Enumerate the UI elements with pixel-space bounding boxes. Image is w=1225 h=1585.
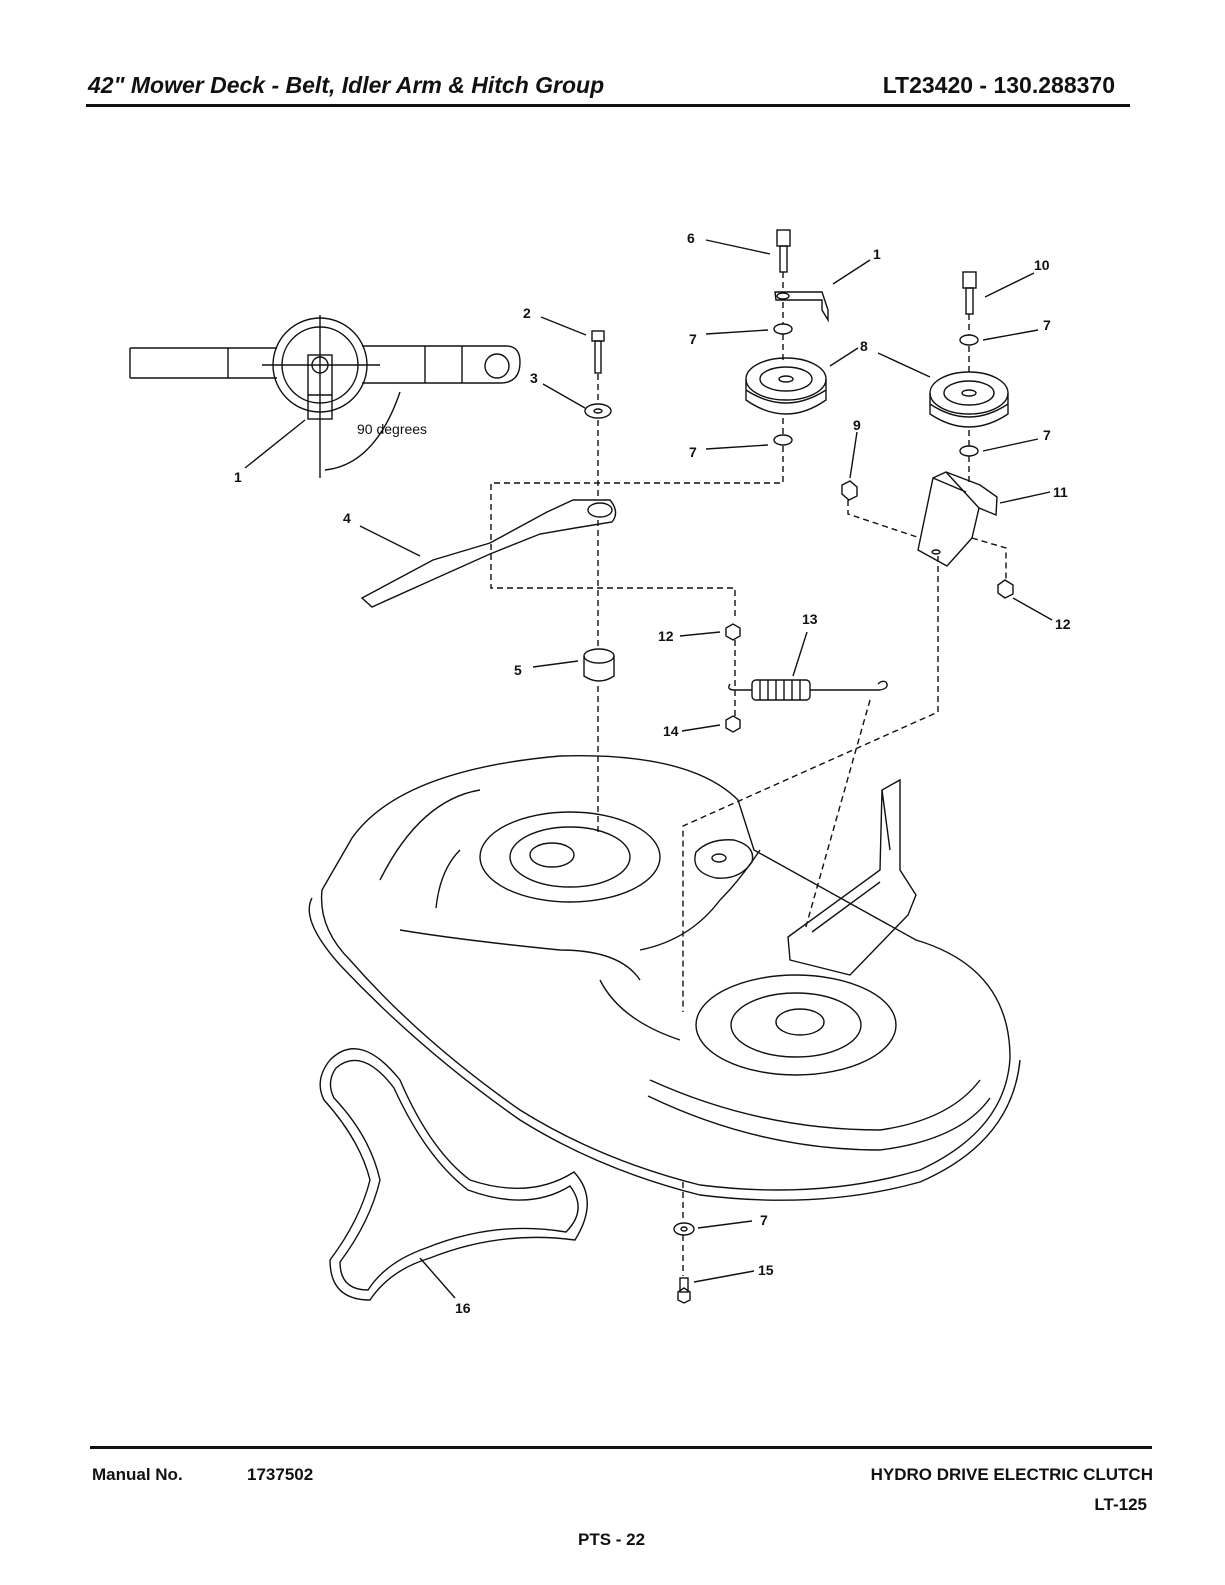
- callout-13: 13: [802, 611, 818, 627]
- callout-16: 16: [455, 1300, 471, 1316]
- callout-4: 4: [343, 510, 351, 526]
- part-bolt-6: [706, 230, 790, 272]
- part-nut-14: [682, 716, 740, 732]
- part-bolt-2: [541, 317, 604, 373]
- footer-model-code: LT-125: [1094, 1495, 1147, 1515]
- callout-7-b: 7: [689, 444, 697, 460]
- callout-7-e: 7: [760, 1212, 768, 1228]
- callout-7-a: 7: [689, 331, 697, 347]
- part-spring-13: [729, 632, 887, 700]
- callout-12-b: 12: [658, 628, 674, 644]
- assembly-lines: [491, 272, 1006, 1276]
- callout-7-d: 7: [1043, 427, 1051, 443]
- part-spacer-5: [533, 649, 614, 681]
- part-washer-7c: [674, 1221, 752, 1235]
- part-bracket-1: [775, 260, 870, 320]
- callout-14: 14: [663, 723, 679, 739]
- callout-11: 11: [1053, 484, 1068, 500]
- callout-6: 6: [687, 230, 695, 246]
- callout-labels: 1 1 2 3 4 5 6 7 7 7 7 7 8 9 10 11 12 12 …: [234, 230, 1071, 1316]
- callout-1-bracket: 1: [873, 246, 881, 262]
- part-washer-3: [543, 384, 611, 418]
- callout-7-c: 7: [1043, 317, 1051, 333]
- callout-12-a: 12: [1055, 616, 1071, 632]
- callout-3: 3: [530, 370, 538, 386]
- part-idler-arm-4: [360, 500, 616, 607]
- callout-2: 2: [523, 305, 531, 321]
- part-bolt-10: [963, 272, 1034, 314]
- callout-1: 1: [234, 469, 242, 485]
- callout-5: 5: [514, 662, 522, 678]
- idler-arm-inset: [130, 315, 520, 478]
- part-bracket-11: [918, 472, 1050, 566]
- part-washer-7b: [960, 330, 1038, 456]
- part-nut-9: [842, 432, 857, 500]
- manual-number: 1737502: [247, 1465, 313, 1485]
- part-bolt-15: [678, 1271, 754, 1303]
- callout-9: 9: [853, 417, 861, 433]
- callout-15: 15: [758, 1262, 774, 1278]
- footer-divider: [90, 1446, 1152, 1449]
- mower-deck: [309, 756, 1020, 1201]
- part-belt-16: [320, 1049, 587, 1300]
- callout-10: 10: [1034, 257, 1050, 273]
- page-number: PTS - 22: [578, 1530, 645, 1550]
- callout-8: 8: [860, 338, 868, 354]
- manual-label: Manual No.: [92, 1465, 183, 1485]
- footer-description: HYDRO DRIVE ELECTRIC CLUTCH: [871, 1465, 1153, 1485]
- part-nut-12: [680, 580, 1052, 640]
- angle-note: 90 degrees: [357, 421, 427, 437]
